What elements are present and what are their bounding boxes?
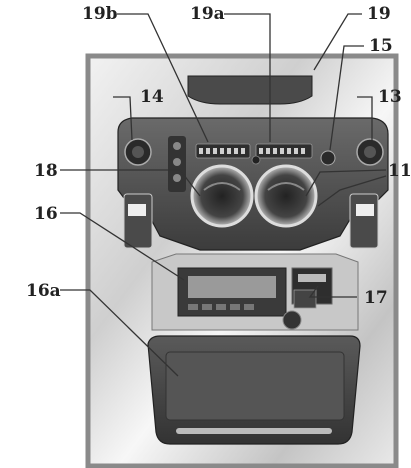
leader-17 (308, 285, 357, 298)
leader-11b (317, 175, 387, 207)
left-switch-2 (173, 158, 181, 166)
lower-compartment-lid (165, 351, 345, 421)
left-rotary-knob-center (132, 146, 144, 158)
leader-15 (329, 45, 364, 151)
right-rotary-knob-center (364, 146, 376, 158)
leader-16 (60, 212, 185, 281)
leader-13 (357, 96, 373, 140)
right-vent-louver (267, 182, 305, 191)
switch-strip-19a-keys (259, 148, 305, 154)
right-air-vent (254, 164, 318, 228)
left-switch-1 (173, 142, 181, 150)
switch-strip-19b-keys (199, 148, 245, 154)
callout-19b: 19b (82, 4, 118, 24)
right-side-bracket-tab (356, 204, 374, 216)
leader-11a (305, 169, 387, 197)
leader-14 (113, 96, 133, 141)
unit-17-slot (298, 274, 326, 282)
left-side-bracket (123, 193, 153, 249)
left-air-vent (190, 164, 254, 228)
leader-19 (313, 13, 362, 71)
callout-16a: 16a (26, 281, 61, 301)
callout-15: 15 (369, 36, 393, 56)
leader-16a (60, 289, 179, 377)
callout-17: 17 (364, 288, 388, 308)
callout-19a: 19a (190, 4, 225, 24)
callout-13: 13 (378, 87, 402, 107)
display-bracket (187, 75, 313, 105)
right-side-bracket (349, 193, 379, 249)
small-knob-center-dot (251, 155, 261, 165)
callout-18: 18 (34, 161, 58, 181)
callout-14: 14 (140, 87, 164, 107)
callout-16: 16 (34, 204, 58, 224)
callout-11: 11 (388, 161, 411, 181)
left-side-bracket-tab (128, 204, 146, 216)
left-vent-louver (203, 182, 241, 191)
leader-19a (224, 13, 271, 142)
radio-button-row (188, 304, 254, 310)
left-switch-3 (173, 174, 181, 182)
unit-17-box (293, 289, 317, 309)
small-knob-15 (320, 150, 336, 166)
leader-19b (117, 13, 209, 143)
radio-dial (282, 310, 302, 330)
lower-compartment-edge (176, 428, 332, 434)
radio-display (188, 276, 276, 298)
leader-18 (60, 169, 201, 197)
leader-lines (60, 13, 387, 377)
callout-19: 19 (367, 4, 391, 24)
